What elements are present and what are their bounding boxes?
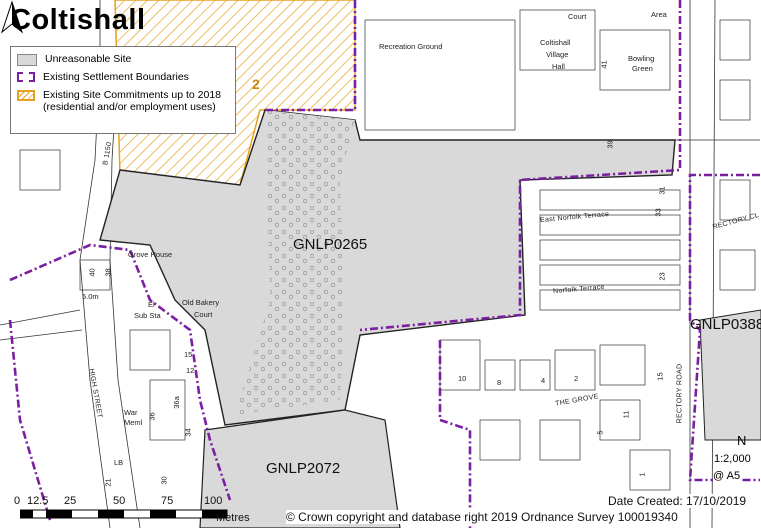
site-label-gnlp0265: GNLP0265 [293, 236, 368, 253]
scale-tick: 25 [64, 495, 77, 507]
label-commitment-number: 2 [252, 76, 260, 92]
boundary-swatch [17, 72, 35, 82]
paper-size: @ A5 [713, 470, 741, 482]
label-hall2: Village [546, 50, 569, 59]
label-war1: War [124, 408, 138, 417]
house-number: 2 [574, 374, 579, 383]
label-lb: LB [114, 458, 124, 467]
house-number: 36a [171, 396, 181, 409]
scale-tick: 0 [14, 495, 21, 507]
unreasonable-swatch [17, 54, 37, 66]
scale-tick: 50 [113, 495, 126, 507]
house-number: 15 [655, 372, 665, 381]
legend-commitments-line2: (residential and/or employment uses) [43, 101, 216, 113]
house-number: 8 [497, 378, 502, 387]
house-number: 21 [103, 478, 113, 487]
scale-tick: 12.5 [27, 495, 49, 507]
commitment-swatch [17, 90, 35, 101]
house-number: 36 [147, 412, 157, 421]
north-label: N [737, 433, 747, 448]
house-number: 4 [541, 376, 546, 385]
house-number: 41 [599, 60, 609, 69]
site-label-gnlp0388: GNLP0388 [690, 316, 761, 333]
road-rectory-road: RECTORY ROAD [676, 363, 684, 424]
label-bowling2: Green [632, 64, 653, 73]
house-number: 40 [87, 268, 97, 277]
label-bakery1: Old Bakery [182, 298, 220, 307]
house-number: 11 [621, 410, 631, 419]
north-arrow-icon [0, 0, 24, 34]
label-height: 5.0m [82, 292, 99, 301]
label-war2: Meml [124, 418, 143, 427]
label-el: El [148, 300, 155, 309]
house-number: 39 [605, 140, 615, 149]
house-number: 1 [637, 472, 647, 477]
scale-unit: Metres [216, 512, 250, 524]
label-grove-house: Grove House [128, 250, 173, 259]
scale-ratio: 1:2,000 [714, 453, 751, 465]
scale-tick: 100 [204, 495, 223, 507]
label-hall3: Hall [552, 62, 565, 71]
house-number: 15 [184, 350, 193, 359]
scale-bar [20, 509, 228, 519]
house-number: 30 [159, 476, 169, 485]
house-number: 33 [653, 208, 663, 217]
label-bowling1: Bowling [628, 54, 655, 63]
legend-boundaries: Existing Settlement Boundaries [43, 71, 189, 83]
label-bakery2: Court [194, 310, 213, 319]
date-created: Date Created: 17/10/2019 [608, 494, 747, 508]
site-gnlp0265-area [99, 109, 676, 426]
house-number: 23 [657, 272, 667, 281]
site-gnlp0388-area [699, 309, 761, 441]
house-number: 5 [595, 430, 605, 435]
legend-commitments-line1: Existing Site Commitments up to 2018 [43, 89, 221, 101]
map-title: Coltishall [10, 4, 146, 36]
label-court: Court [568, 12, 587, 21]
house-number: 31 [657, 186, 667, 195]
copyright-notice: © Crown copyright and database right 201… [286, 510, 678, 524]
label-sub-sta: Sub Sta [134, 311, 161, 320]
house-number: 34 [183, 428, 193, 437]
label-recreation: Recreation Ground [379, 42, 443, 51]
legend: Unreasonable Site Existing Settlement Bo… [10, 46, 236, 134]
house-number: 12 [186, 366, 195, 375]
house-number: 38 [103, 268, 113, 277]
label-hall1: Coltishall [540, 38, 571, 47]
scale-tick: 75 [161, 495, 174, 507]
legend-unreasonable: Unreasonable Site [45, 53, 132, 65]
house-number: 10 [458, 374, 467, 383]
label-area: Area [651, 10, 667, 19]
site-label-gnlp2072: GNLP2072 [266, 460, 341, 477]
